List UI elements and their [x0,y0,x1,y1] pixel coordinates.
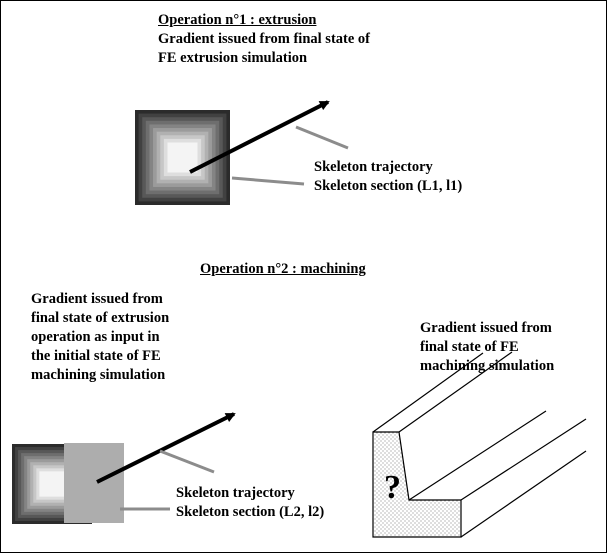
operation2-trajectory-label: Skeleton trajectory [176,485,295,501]
operation2-input-desc-4: machining simulation [31,367,166,383]
operation2-output-desc-2: machining simulation [420,358,555,374]
operation2-section-label: Skeleton section (L2, l2) [176,504,325,520]
operation1-desc-line2: FE extrusion simulation [158,50,308,66]
operation2-input-desc-0: Gradient issued from [31,291,163,307]
operation2-title: Operation n°2 : machining [200,261,366,277]
operation1-trajectory-label: Skeleton trajectory [314,159,433,175]
extrusion-gradient-square [135,110,230,205]
machined-section-overlay [64,443,124,523]
operation2-input-desc-3: the initial state of FE [31,348,161,364]
operation2-output-desc-0: Gradient issued from [420,320,552,336]
section-pointer-1 [231,176,305,186]
trajectory-pointer-1 [295,125,349,150]
gradient-band [167,142,198,173]
operation2-input-desc-1: final state of extrusion [31,310,170,326]
operation1-section-label: Skeleton section (L1, l1) [314,178,463,194]
operation2-output-desc-1: final state of FE [420,339,519,355]
trajectory-arrow-1 [189,100,330,174]
unknown-gradient-mark: ? [384,469,401,506]
trajectory-arrow-2 [96,412,236,484]
gradient-band [39,471,65,497]
operation1-title: Operation n°1 : extrusion [158,12,317,28]
trajectory-pointer-2 [159,449,215,474]
operation2-input-desc-2: operation as input in [31,329,160,345]
operation1-desc-line1: Gradient issued from final state of [158,31,370,47]
l-profile-extrusion [372,351,587,538]
